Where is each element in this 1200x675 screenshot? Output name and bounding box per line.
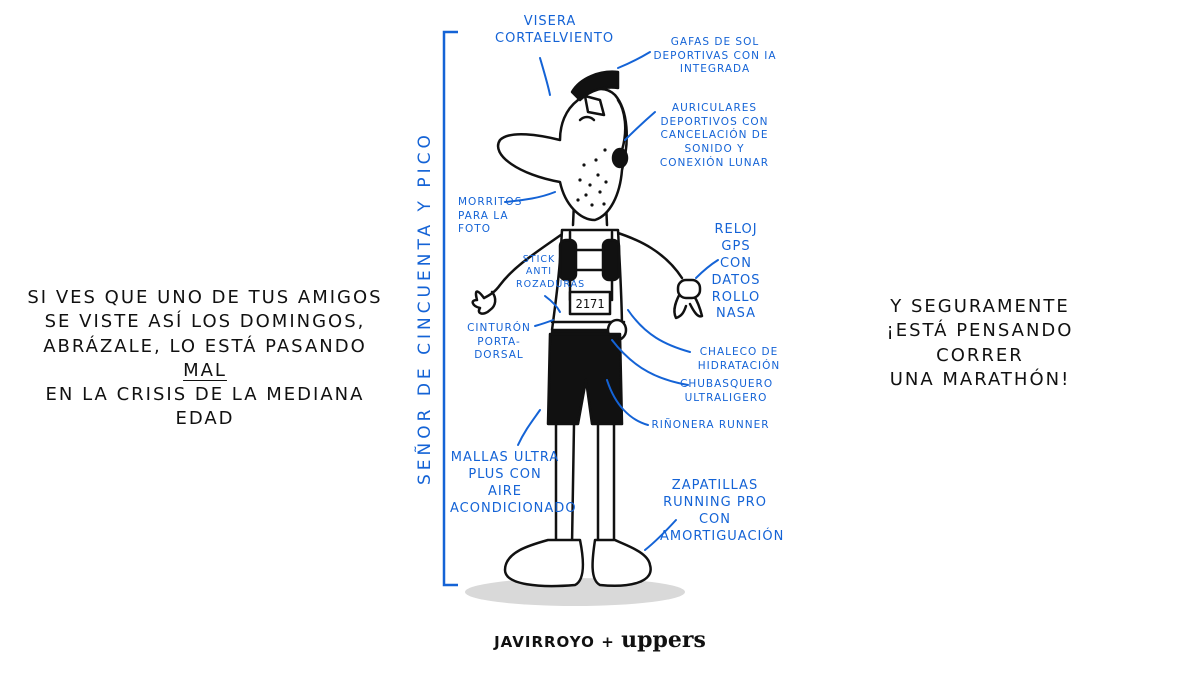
right-leg (596, 422, 616, 547)
arrow-chubasquero (611, 339, 689, 386)
label-auriculares: Auriculares deportivos con cancelación d… (659, 102, 770, 169)
left-hand (471, 290, 497, 315)
right-arm (613, 230, 684, 280)
bib-number: 2171 (576, 297, 605, 311)
headphones (616, 98, 627, 152)
arrow-stick (544, 295, 561, 313)
right-caption-line-2: ¡está pensando correr (886, 320, 1074, 366)
label-morritos: Morritos para la foto (458, 196, 523, 236)
arrow-morritos (504, 191, 556, 203)
left-caption-line-3: abrázale, lo está pasando MAL (20, 335, 390, 384)
label-zapatillas: Zapatillas running pro con amortiguación (660, 478, 785, 544)
right-hand (673, 288, 704, 320)
eye (578, 115, 596, 122)
pointer-arrows (504, 51, 719, 551)
arrow-rinonera (606, 379, 649, 426)
stubble (576, 148, 608, 207)
right-caption-line-3: una marathón! (889, 368, 1071, 390)
emphasis-mal: MAL (183, 359, 227, 381)
label-chaleco: Chaleco de hidratación (697, 346, 781, 372)
arrow-chaleco (627, 309, 691, 353)
right-shoe (591, 538, 652, 587)
plus-sign: + (601, 633, 615, 651)
author-name: Javirroyo (494, 633, 595, 651)
bottle-left (558, 238, 578, 282)
shorts (546, 332, 624, 426)
label-gafas: Gafas de sol deportivas con IA integrada (653, 36, 777, 76)
arrow-cinturon (534, 319, 554, 327)
visor (570, 70, 620, 102)
label-stick: Stick anti rozaduras (516, 254, 586, 290)
arrow-reloj (695, 259, 719, 279)
headphone-cup (611, 147, 629, 169)
right-caption: Y seguramente ¡está pensando correr una … (840, 295, 1120, 392)
arrow-mallas (517, 409, 541, 446)
height-bracket (442, 30, 458, 587)
watch (676, 278, 702, 300)
right-caption-line-1: Y seguramente (890, 296, 1070, 317)
left-caption-line-4: en la crisis de la mediana edad (45, 384, 365, 430)
left-caption-line-1: Si ves que uno de tus amigos (27, 287, 383, 308)
label-chubasquero: Chubasquero ultraligero (680, 378, 774, 404)
left-caption-line-3-text: abrázale, lo está pasando (43, 335, 367, 357)
label-mallas: Mallas ultra plus con aire acondicionado (450, 450, 577, 516)
footer-credit: Javirroyo + uppers (0, 627, 1200, 653)
left-caption: Si ves que uno de tus amigos se viste as… (20, 286, 390, 432)
arrow-gafas (617, 51, 651, 69)
left-arm (482, 230, 567, 300)
label-reloj: Reloj GPS con datos rollo NASA (711, 222, 761, 322)
left-shoe (503, 538, 585, 588)
label-visera: Visera cortaelviento (495, 14, 615, 46)
arrow-auriculares (624, 111, 656, 141)
label-cinturon: Cinturón porta-dorsal (467, 322, 531, 362)
visor-band (583, 94, 606, 117)
arrow-zapatillas (644, 519, 677, 551)
left-leg (554, 422, 576, 547)
bottle-right (601, 238, 621, 282)
arrow-visera (539, 57, 551, 96)
label-rinonera: Riñonera runner (651, 419, 770, 431)
left-caption-line-2: se viste así los domingos, (44, 311, 366, 333)
race-bib (568, 290, 612, 316)
brand-name: uppers (621, 627, 706, 653)
